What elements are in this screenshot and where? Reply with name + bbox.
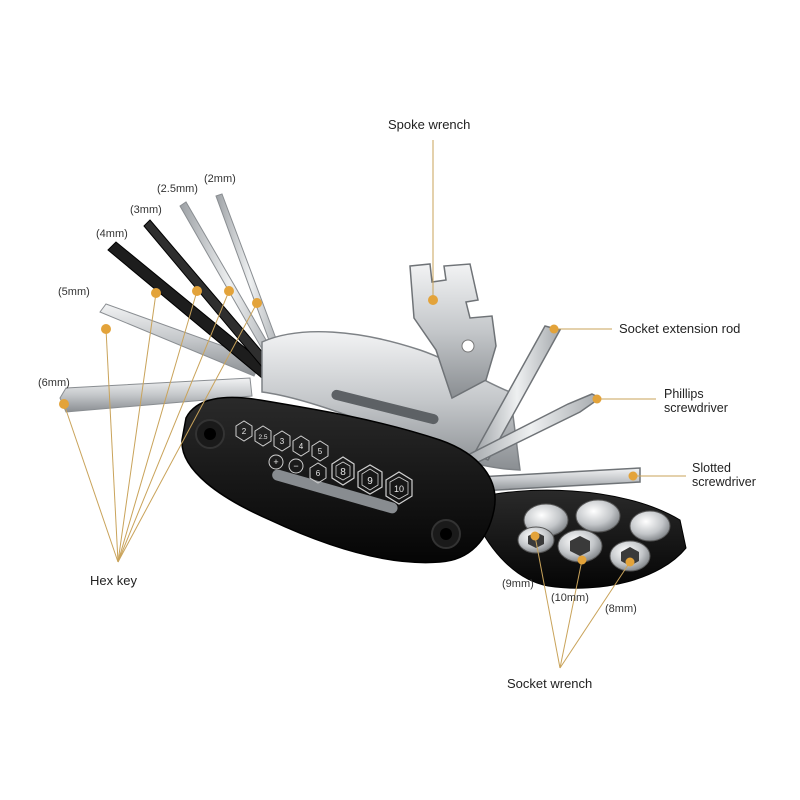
marking-10: 10	[385, 471, 413, 505]
dot-hex-2-5mm	[224, 286, 234, 296]
label-hex-3mm: (3mm)	[130, 204, 162, 216]
marking-minus-text: −	[293, 461, 298, 471]
marking-3-text: 3	[280, 437, 285, 446]
label-hex-6mm: (6mm)	[38, 377, 70, 389]
marking-4: 4	[292, 435, 310, 457]
marking-plus: +	[268, 454, 284, 470]
dot-socket-9mm	[530, 531, 540, 541]
marking-6-text: 6	[316, 469, 321, 478]
label-phillips: Phillips screwdriver	[664, 387, 728, 416]
frame-slot	[331, 389, 439, 425]
label-hex-key: Hex key	[90, 573, 137, 588]
label-socket-9mm: (9mm)	[502, 578, 534, 590]
marking-3: 3	[273, 430, 291, 452]
dot-hex-4mm	[151, 288, 161, 298]
label-spoke-wrench: Spoke wrench	[388, 117, 471, 132]
dot-phillips	[592, 394, 602, 404]
label-hex-2-5mm: (2.5mm)	[157, 183, 198, 195]
label-socket-extension-rod: Socket extension rod	[619, 321, 741, 336]
marking-2-5-text: 2.5	[258, 434, 267, 441]
marking-6: 6	[309, 462, 327, 484]
marking-5-text: 5	[318, 447, 323, 456]
label-hex-2mm: (2mm)	[204, 173, 236, 185]
marking-5: 5	[311, 440, 329, 462]
marking-8: 8	[331, 456, 355, 486]
leader-lines	[63, 140, 686, 669]
marking-10-text: 10	[394, 484, 404, 494]
dot-hex-5mm	[101, 324, 111, 334]
dot-socket-8mm	[625, 557, 635, 567]
label-socket-10mm: (10mm)	[551, 592, 589, 604]
marking-2: 2	[235, 420, 253, 442]
label-socket-8mm: (8mm)	[605, 603, 637, 615]
label-socket-wrench: Socket wrench	[507, 676, 593, 691]
dot-hex-6mm	[59, 399, 69, 409]
marking-9-text: 9	[367, 476, 373, 487]
label-phillips-line1: Phillips	[664, 387, 704, 401]
label-hex-5mm: (5mm)	[58, 286, 90, 298]
label-slotted: Slotted screwdriver	[692, 461, 756, 490]
hex-keys	[59, 193, 285, 413]
label-slotted-line2: screwdriver	[692, 474, 756, 489]
screw-left	[195, 419, 225, 449]
dot-hex-2mm	[252, 298, 262, 308]
hex-key-6mm	[59, 377, 253, 413]
dot-hex-3mm	[192, 286, 202, 296]
label-hex-4mm: (4mm)	[96, 228, 128, 240]
label-phillips-line2: screwdriver	[664, 400, 728, 415]
dot-slotted	[628, 471, 638, 481]
marking-2-5: 2.5	[254, 425, 272, 447]
callout-dots	[59, 286, 638, 567]
screw-right	[431, 519, 461, 549]
body-slot	[272, 469, 398, 514]
marking-plus-text: +	[273, 457, 278, 467]
multi-tool-black-body	[181, 396, 496, 564]
dot-spoke-wrench	[428, 295, 438, 305]
marking-2-text: 2	[242, 427, 247, 436]
marking-8-text: 8	[340, 467, 346, 478]
socket-10mm	[557, 499, 621, 563]
socket-8mm	[609, 510, 671, 572]
dot-socket-extension-rod	[549, 324, 559, 334]
spoke-wrench-hole	[461, 339, 475, 353]
dot-socket-10mm	[577, 555, 587, 565]
marking-9: 9	[357, 464, 383, 495]
marking-minus: −	[288, 458, 304, 474]
marking-4-text: 4	[299, 442, 304, 451]
label-slotted-line1: Slotted	[692, 461, 731, 475]
